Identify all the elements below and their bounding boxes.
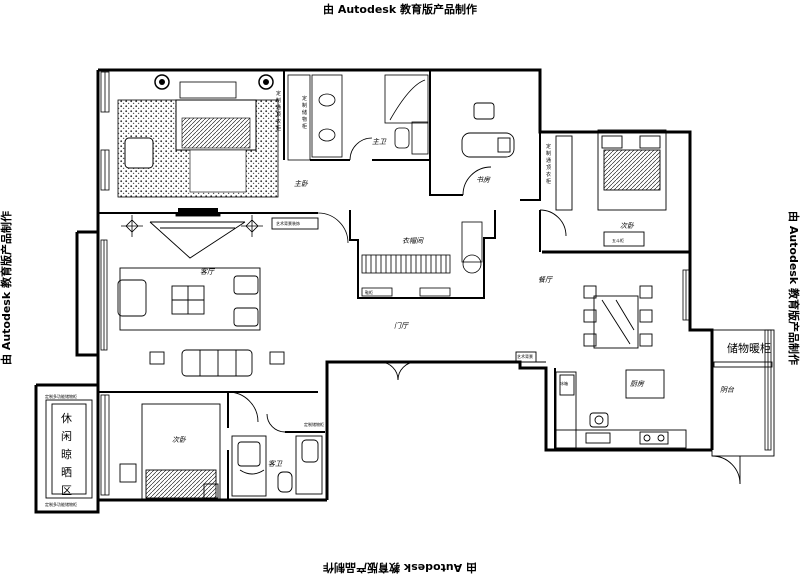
leisure-char-5: 区 <box>61 484 72 497</box>
room-label-master-bath: 主卫 <box>372 138 387 146</box>
storage-heater-cabinet-label: 储物暖柜 <box>727 341 771 355</box>
fridge-label: 冰箱 <box>560 380 568 386</box>
room-label-study: 书房 <box>476 176 491 184</box>
watermark-top: 由 Autodesk 教育版产品制作 <box>322 3 477 16</box>
study <box>461 102 515 196</box>
kitchen <box>555 369 687 449</box>
master-bedroom: 主卧 <box>117 74 309 213</box>
leisure-char-1: 休 <box>61 412 72 425</box>
second-bedroom-top <box>539 129 667 247</box>
master-bath <box>287 74 429 161</box>
bay-top-label: 定制多功能储物柜 <box>45 393 77 399</box>
windows <box>100 71 772 496</box>
guest-cabinet-label: 定制储物柜 <box>304 421 324 427</box>
bay-bottom-label: 定制多功能储物柜 <box>45 501 77 507</box>
room-label-entrance: 门厅 <box>394 322 410 330</box>
balcony <box>711 329 775 485</box>
armchair <box>124 137 154 169</box>
wardrobe-label-master: 定制通顶衣柜 <box>276 90 281 132</box>
entry-art-label: 艺术背景 <box>517 353 533 359</box>
room-label-balcony: 阴台 <box>720 386 735 394</box>
room-label-master: 主卧 <box>294 180 309 188</box>
room-label-second-bottom: 次卧 <box>172 436 187 444</box>
second-bedroom-bottom <box>119 391 259 501</box>
five-drawer-label: 五斗柜 <box>612 237 624 243</box>
leisure-char-4: 晒 <box>61 466 72 479</box>
room-label-second-top: 次卧 <box>620 222 635 230</box>
plant-icon <box>121 215 263 237</box>
shoe-cabinet-label: 鞋柜 <box>365 289 373 295</box>
art-wall-label: 艺术背景装饰 <box>276 220 300 226</box>
storage-label-master: 定制储物柜 <box>302 95 307 130</box>
room-label-living: 客厅 <box>200 268 216 276</box>
wardrobe-label-second: 定制通顶衣柜 <box>546 143 551 185</box>
room-label-dining: 餐厅 <box>538 276 554 284</box>
room-label-closet: 衣帽间 <box>402 237 424 245</box>
walk-in-closet <box>317 212 483 297</box>
living-room <box>117 212 319 377</box>
entrance-dining <box>379 285 653 381</box>
room-label-kitchen: 厨房 <box>630 380 645 388</box>
leisure-char-3: 晾 <box>61 447 72 461</box>
leisure-bay <box>45 399 93 499</box>
room-label-guest-bath: 客卫 <box>268 460 283 468</box>
guest-bath <box>231 413 323 497</box>
leisure-char-2: 闲 <box>61 429 72 443</box>
